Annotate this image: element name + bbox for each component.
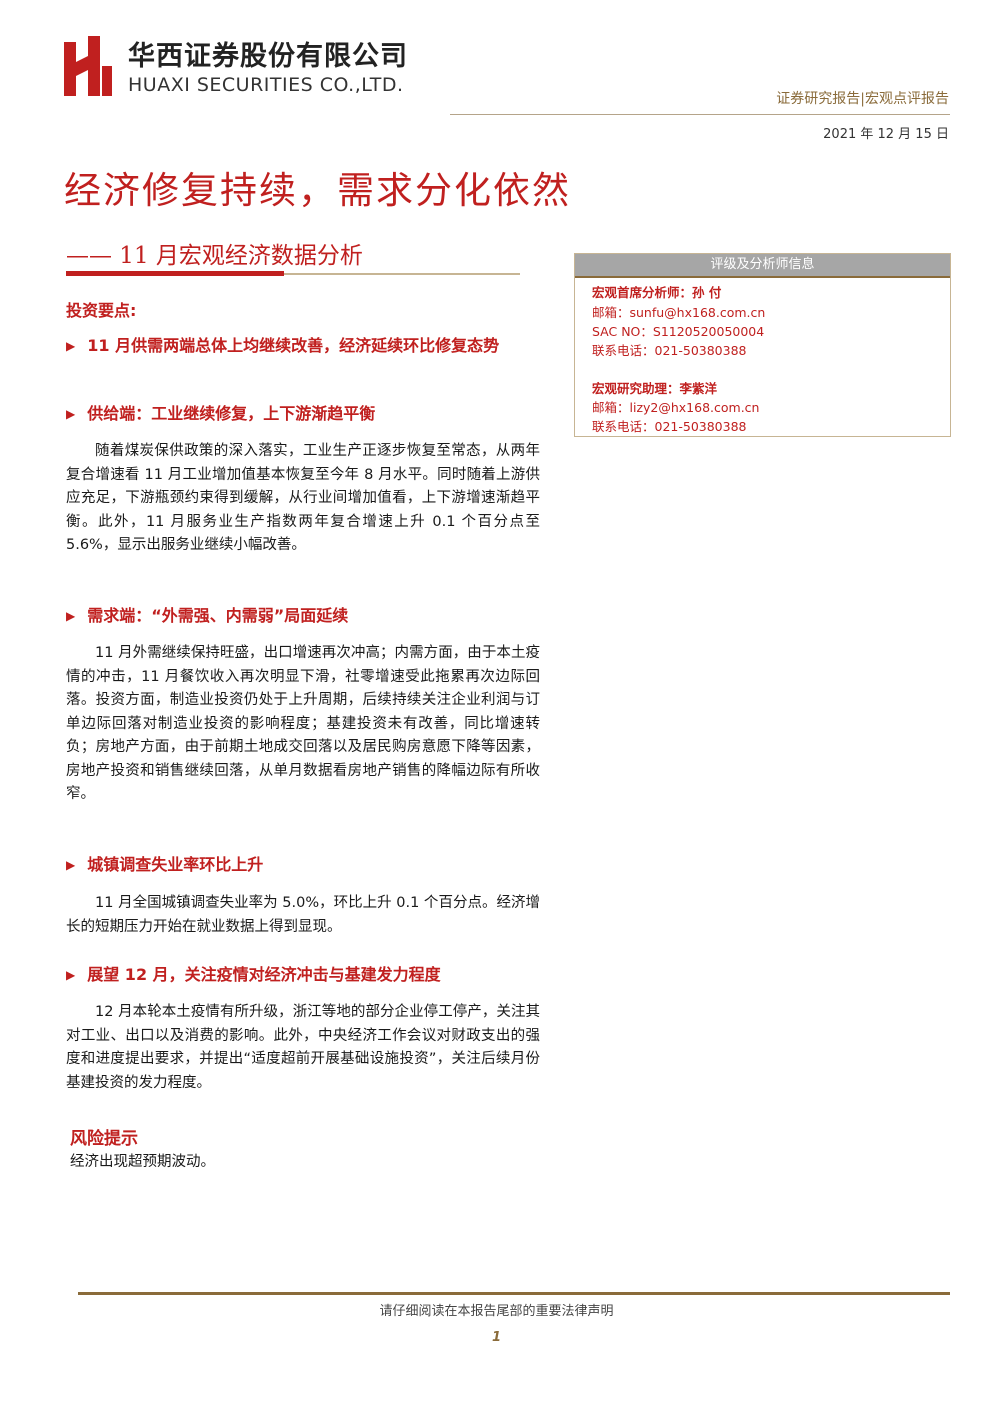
- subtitle-underline-red: [66, 271, 284, 276]
- footer-divider: [78, 1292, 950, 1295]
- triangle-bullet-icon: ▶: [66, 339, 76, 353]
- bullet-heading-unemployment: ▶ 城镇调查失业率环比上升: [66, 853, 540, 878]
- header-divider: [450, 114, 950, 115]
- report-type-label: 证券研究报告|宏观点评报告: [776, 91, 949, 107]
- risk-heading: 风险提示: [70, 1129, 138, 1149]
- supply-paragraph: 随着煤炭保供政策的深入落实，工业生产正逐步恢复至常态，从两年复合增速看 11 月…: [66, 443, 540, 553]
- bullet-heading-outlook: ▶ 展望 12 月，关注疫情对经济冲击与基建发力程度: [66, 963, 540, 988]
- triangle-bullet-icon: ▶: [66, 407, 76, 421]
- company-name-cn: 华西证券股份有限公司: [128, 41, 408, 72]
- analyst-email[interactable]: 邮箱：sunfu@hx168.com.cn: [592, 305, 766, 320]
- assistant-name: 宏观研究助理：李紫洋: [592, 381, 718, 396]
- assistant-email[interactable]: 邮箱：lizy2@hx168.com.cn: [592, 400, 760, 415]
- huaxi-logo-icon: [64, 36, 112, 96]
- bullet-heading-text: 11 月供需两端总体上均继续改善，经济延续环比修复态势: [87, 336, 500, 355]
- bullet-heading-text: 城镇调查失业率环比上升: [87, 855, 264, 874]
- analyst-phone: 联系电话：021-50380388: [592, 343, 747, 358]
- risk-text: 经济出现超预期波动。: [70, 1154, 215, 1170]
- triangle-bullet-icon: ▶: [66, 609, 76, 623]
- triangle-bullet-icon: ▶: [66, 858, 76, 872]
- demand-paragraph: 11 月外需继续保持旺盛，出口增速再次冲高；内需方面，由于本土疫情的冲击，11 …: [66, 645, 540, 802]
- analyst-sac-number: SAC NO：S1120520050004: [592, 324, 765, 339]
- triangle-bullet-icon: ▶: [66, 968, 76, 982]
- bullet-heading-supply: ▶ 供给端：工业继续修复，上下游渐趋平衡: [66, 402, 540, 427]
- page-number: 1: [491, 1330, 502, 1345]
- investment-points-heading: 投资要点:: [66, 301, 137, 320]
- bullet-heading-text: 需求端：“外需强、内需弱”局面延续: [87, 606, 349, 625]
- bullet-heading-text: 供给端：工业继续修复，上下游渐趋平衡: [87, 404, 376, 423]
- report-date: 2021 年 12 月 15 日: [823, 127, 949, 142]
- bullet-heading-text: 展望 12 月，关注疫情对经济冲击与基建发力程度: [87, 965, 441, 984]
- report-subtitle: —— 11 月宏观经济数据分析: [66, 243, 363, 269]
- report-title: 经济修复持续，需求分化依然: [64, 169, 571, 212]
- bullet-heading-summary: ▶ 11 月供需两端总体上均继续改善，经济延续环比修复态势: [66, 334, 540, 359]
- assistant-phone: 联系电话：021-50380388: [592, 419, 747, 434]
- unemployment-paragraph: 11 月全国城镇调查失业率为 5.0%，环比上升 0.1 个百分点。经济增长的短…: [66, 895, 540, 935]
- company-name-en: HUAXI SECURITIES CO.,LTD.: [128, 74, 404, 96]
- analyst-info-box: 评级及分析师信息 宏观首席分析师：孙 付 邮箱：sunfu@hx168.com.…: [574, 253, 951, 437]
- footer-legal-note: 请仔细阅读在本报告尾部的重要法律声明: [379, 1304, 614, 1319]
- outlook-paragraph: 12 月本轮本土疫情有所升级，浙江等地的部分企业停工停产，关注其对工业、出口以及…: [66, 1004, 540, 1091]
- subtitle-underline-gold: [284, 273, 520, 275]
- bullet-heading-demand: ▶ 需求端：“外需强、内需弱”局面延续: [66, 604, 540, 629]
- analyst-box-title: 评级及分析师信息: [575, 254, 950, 278]
- analyst-name: 宏观首席分析师：孙 付: [592, 285, 722, 300]
